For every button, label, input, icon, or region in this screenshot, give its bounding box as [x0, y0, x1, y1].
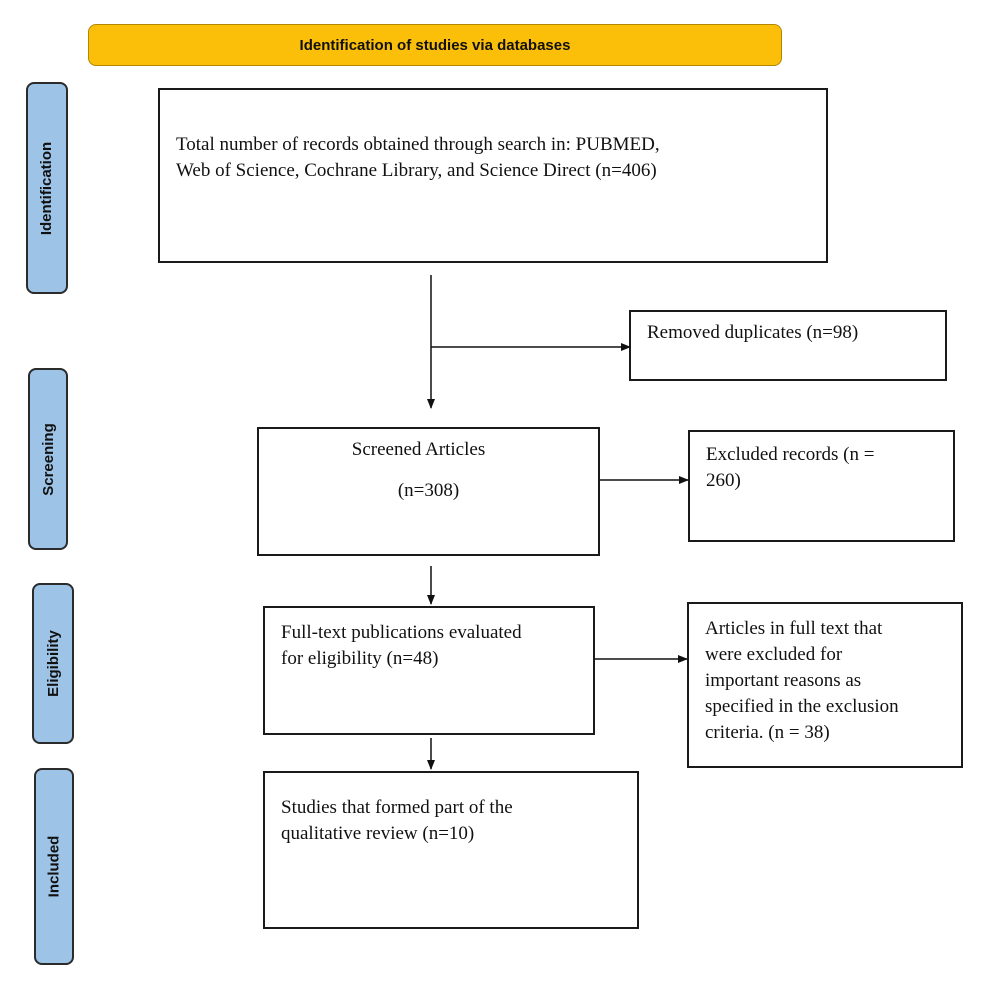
records-line-1: Total number of records obtained through…	[176, 134, 660, 155]
records-line-2: Web of Science, Cochrane Library, and Sc…	[176, 160, 657, 181]
box-fulltext-assessed: Full-text publications evaluated for eli…	[263, 606, 595, 735]
duplicates-text: Removed duplicates (n=98)	[647, 322, 859, 343]
fulltext-excluded-line-2: were excluded for	[705, 644, 843, 665]
included-line-2: qualitative review (n=10)	[281, 823, 475, 844]
banner-label: Identification of studies via databases	[299, 36, 571, 54]
stage-identification-label: Identification	[38, 141, 56, 235]
box-fulltext-excluded: Articles in full text that were excluded…	[687, 602, 963, 768]
excluded-records-line-1: Excluded records (n =	[706, 444, 875, 465]
screened-count: (n=308)	[397, 480, 460, 501]
screened-title: Screened Articles	[351, 439, 486, 460]
fulltext-excluded-line-5: criteria. (n = 38)	[705, 722, 830, 743]
fulltext-excluded-line-4: specified in the exclusion	[705, 696, 899, 717]
stage-included: Included	[34, 768, 74, 965]
fulltext-assessed-line-2: for eligibility (n=48)	[281, 648, 439, 669]
stage-screening: Screening	[28, 368, 68, 550]
excluded-records-line-2: 260)	[706, 470, 741, 491]
fulltext-excluded-line-1: Articles in full text that	[705, 618, 883, 639]
included-line-1: Studies that formed part of the	[281, 797, 513, 818]
box-included-studies: Studies that formed part of the qualitat…	[263, 771, 639, 929]
box-records-identified: Total number of records obtained through…	[158, 88, 828, 263]
fulltext-excluded-line-3: important reasons as	[705, 670, 862, 691]
fulltext-assessed-line-1: Full-text publications evaluated	[281, 622, 522, 643]
stage-identification: Identification	[26, 82, 68, 294]
stage-screening-label: Screening	[39, 422, 57, 496]
stage-eligibility: Eligibility	[32, 583, 74, 744]
box-duplicates-removed: Removed duplicates (n=98)	[629, 310, 947, 381]
stage-eligibility-label: Eligibility	[44, 630, 62, 697]
box-screened-articles: Screened Articles (n=308)	[257, 427, 600, 556]
box-excluded-records: Excluded records (n = 260)	[688, 430, 955, 542]
stage-included-label: Included	[45, 835, 63, 898]
banner-identification-via-databases: Identification of studies via databases	[88, 24, 782, 66]
